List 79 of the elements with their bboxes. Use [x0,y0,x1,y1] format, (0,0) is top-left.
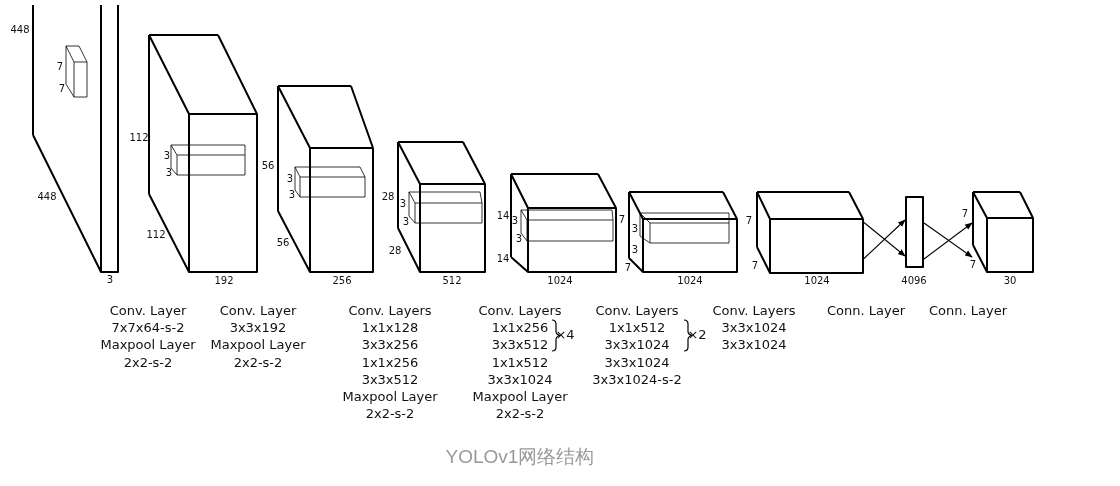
layer-spec: Conn. Layer [929,303,1007,319]
layer-spec: Maxpool Layer [210,337,306,354]
layer-spec: 1x1x512 [491,354,549,371]
repeat-count: ×2 [687,327,707,343]
dimension-label: 7 [961,208,969,220]
layer-spec: 2x2-s-2 [233,354,283,371]
layer-spec: 1x1x256 [361,354,419,371]
dimension-label: 112 [146,229,166,241]
dimension-label: 14 [496,210,510,222]
input-slab-drawing [32,4,119,273]
layer-spec: 1x1x256 [491,320,549,337]
dimension-label: 7 [58,83,66,95]
feature-cuboid-drawing [972,191,1034,273]
dimension-label: 3 [511,215,519,227]
layer-spec: 3x3x1024 [487,371,553,388]
layer-spec: 2x2-s-2 [495,406,545,423]
dimension-label: 1024 [547,275,573,287]
feature-cuboid-drawing [756,191,864,274]
dimension-label: 3 [286,173,294,185]
dimension-label: 7 [751,260,759,272]
dimension-label: 1024 [677,275,703,287]
dimension-label: 28 [381,191,395,203]
dimension-label: 112 [129,132,149,144]
dimension-label: 448 [37,191,57,203]
feature-cuboid-drawing [148,34,258,273]
dimension-label: 28 [388,245,402,257]
caption: YOLOv1网络结构 [445,445,595,469]
layer-bar-drawing [905,196,924,268]
layer-spec: Conv. Layers [712,303,796,319]
dimension-label: 3 [399,198,407,210]
layer-spec: 3x3x1024 [721,320,787,337]
layer-spec: Conv. Layers [348,303,432,319]
layer-spec: 3x3x512 [361,371,419,388]
layer-spec: 3x3x512 [491,337,549,354]
dimension-label: 14 [496,253,510,265]
layer-spec: 3x3x192 [229,320,287,337]
dimension-label: 3 [106,274,114,286]
dimension-label: 7 [618,214,626,226]
layer-spec: Conv. Layer [109,303,187,319]
layer-spec: Maxpool Layer [100,337,196,354]
dimension-label: 7 [745,215,753,227]
layer-spec: 3x3x1024 [604,354,670,371]
dimension-label: 256 [332,275,352,287]
feature-cuboid-drawing [277,85,374,273]
dimension-label: 3 [163,150,171,162]
layer-spec: 2x2-s-2 [123,354,173,371]
layer-spec: 3x3x1024-s-2 [592,371,682,388]
dimension-label: 512 [442,275,462,287]
dimension-label: 3 [402,216,410,228]
layer-spec: Conv. Layers [595,303,679,319]
dimension-label: 7 [624,262,632,274]
dimension-label: 3 [631,244,639,256]
dimension-label: 3 [288,189,296,201]
layer-spec: 1x1x512 [608,320,666,337]
layer-spec: Maxpool Layer [342,389,438,405]
dimension-label: 3 [515,233,523,245]
repeat-count: ×4 [555,327,575,343]
layer-spec: 7x7x64-s-2 [111,320,185,337]
layer-spec: Conv. Layers [478,303,562,319]
layer-spec: Maxpool Layer [472,389,568,405]
layer-spec: 3x3x1024 [721,337,787,354]
layer-spec: 3x3x1024 [604,337,670,354]
layer-spec: Conv. Layer [219,303,297,319]
dimension-label: 7 [56,61,64,73]
feature-cuboid-drawing [510,173,617,273]
dimension-label: 30 [1003,275,1017,287]
layer-spec: 1x1x128 [361,320,419,337]
layer-spec: 3x3x256 [361,337,419,354]
dimension-label: 56 [276,237,290,249]
layer-spec: 2x2-s-2 [365,406,415,423]
layer-spec: Conn. Layer [827,303,905,319]
dimension-label: 4096 [901,275,927,287]
dimension-label: 3 [165,167,173,179]
dimension-label: 56 [261,160,275,172]
dimension-label: 3 [631,223,639,235]
dimension-label: 7 [969,259,977,271]
dimension-label: 1024 [804,275,830,287]
dimension-label: 448 [10,24,30,36]
dimension-label: 192 [214,275,234,287]
